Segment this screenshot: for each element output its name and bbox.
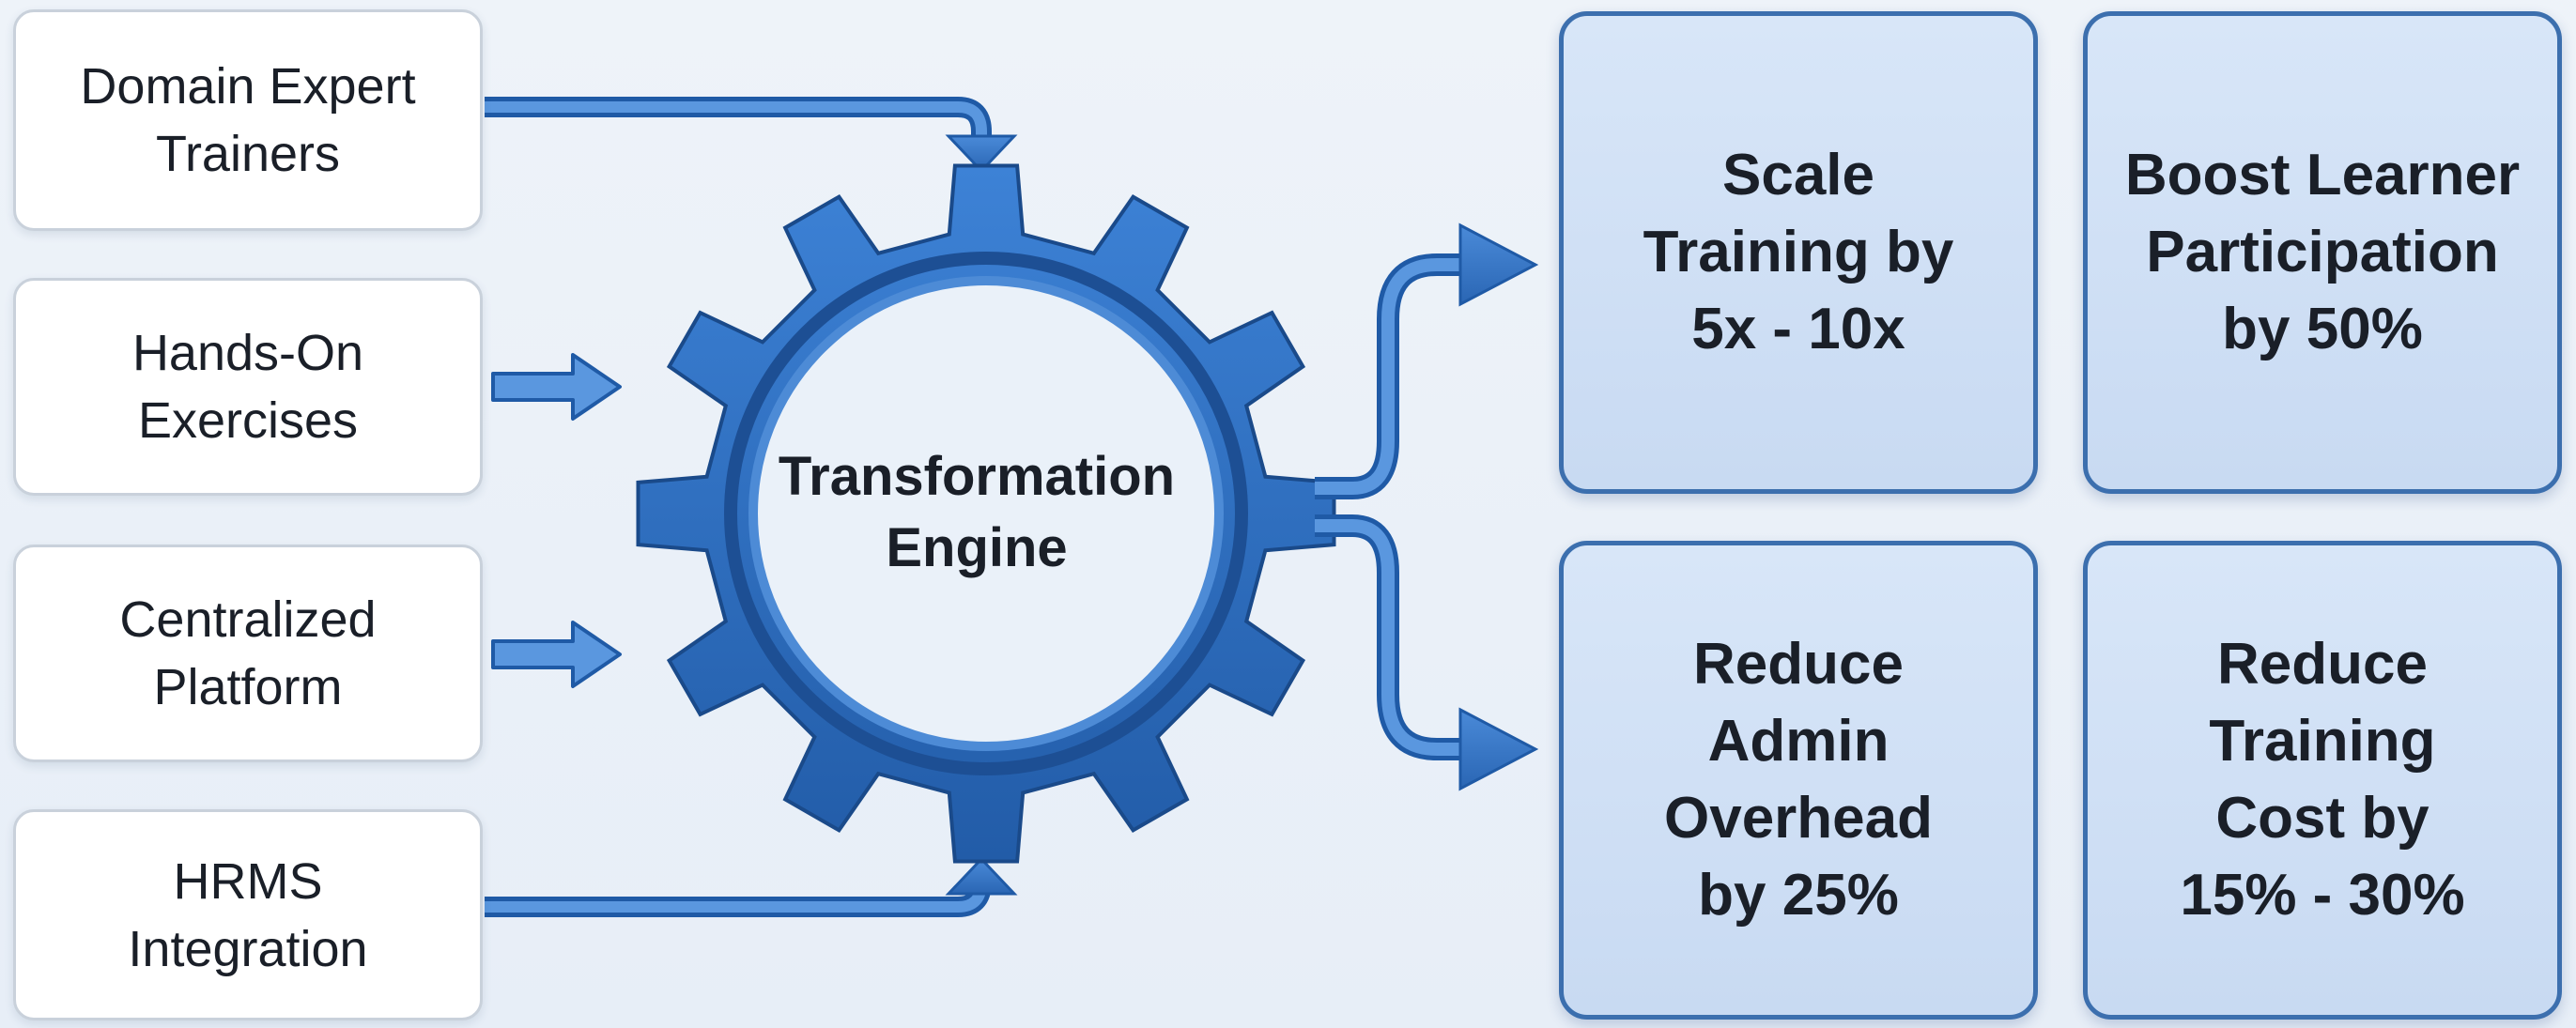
outcome-boost-participation: Boost Learner Participation by 50% (2083, 11, 2562, 494)
outcome-label: Reduce Training Cost by 15% - 30% (2180, 632, 2465, 928)
arrow-hands-on-to-engine (491, 353, 622, 421)
arrow-centralized-to-engine (491, 621, 622, 688)
outcome-reduce-admin-overhead: Reduce Admin Overhead by 25% (1559, 541, 2038, 1020)
input-label: HRMS Integration (128, 852, 368, 977)
input-centralized-platform: Centralized Platform (13, 545, 483, 762)
input-hrms-integration: HRMS Integration (13, 809, 483, 1020)
outcome-scale-training: Scale Training by 5x - 10x (1559, 11, 2038, 494)
input-label: Centralized Platform (119, 591, 377, 715)
outcome-label: Reduce Admin Overhead by 25% (1663, 632, 1934, 928)
input-label: Domain Expert Trainers (80, 58, 416, 182)
input-label: Hands-On Exercises (131, 325, 364, 449)
input-hands-on-exercises: Hands-On Exercises (13, 278, 483, 496)
arrow-domain-expert-to-engine (485, 97, 1018, 174)
input-domain-expert-trainers: Domain Expert Trainers (13, 9, 483, 231)
arrow-engine-to-outcomes (1315, 222, 1539, 791)
engine-label: Transformation Engine (778, 446, 1176, 578)
outcome-label: Boost Learner Participation by 50% (2124, 143, 2521, 361)
arrow-hrms-to-engine (485, 856, 1018, 917)
outcome-reduce-training-cost: Reduce Training Cost by 15% - 30% (2083, 541, 2562, 1020)
outcome-label: Scale Training by 5x - 10x (1643, 143, 1954, 361)
gear-icon (636, 163, 1336, 864)
